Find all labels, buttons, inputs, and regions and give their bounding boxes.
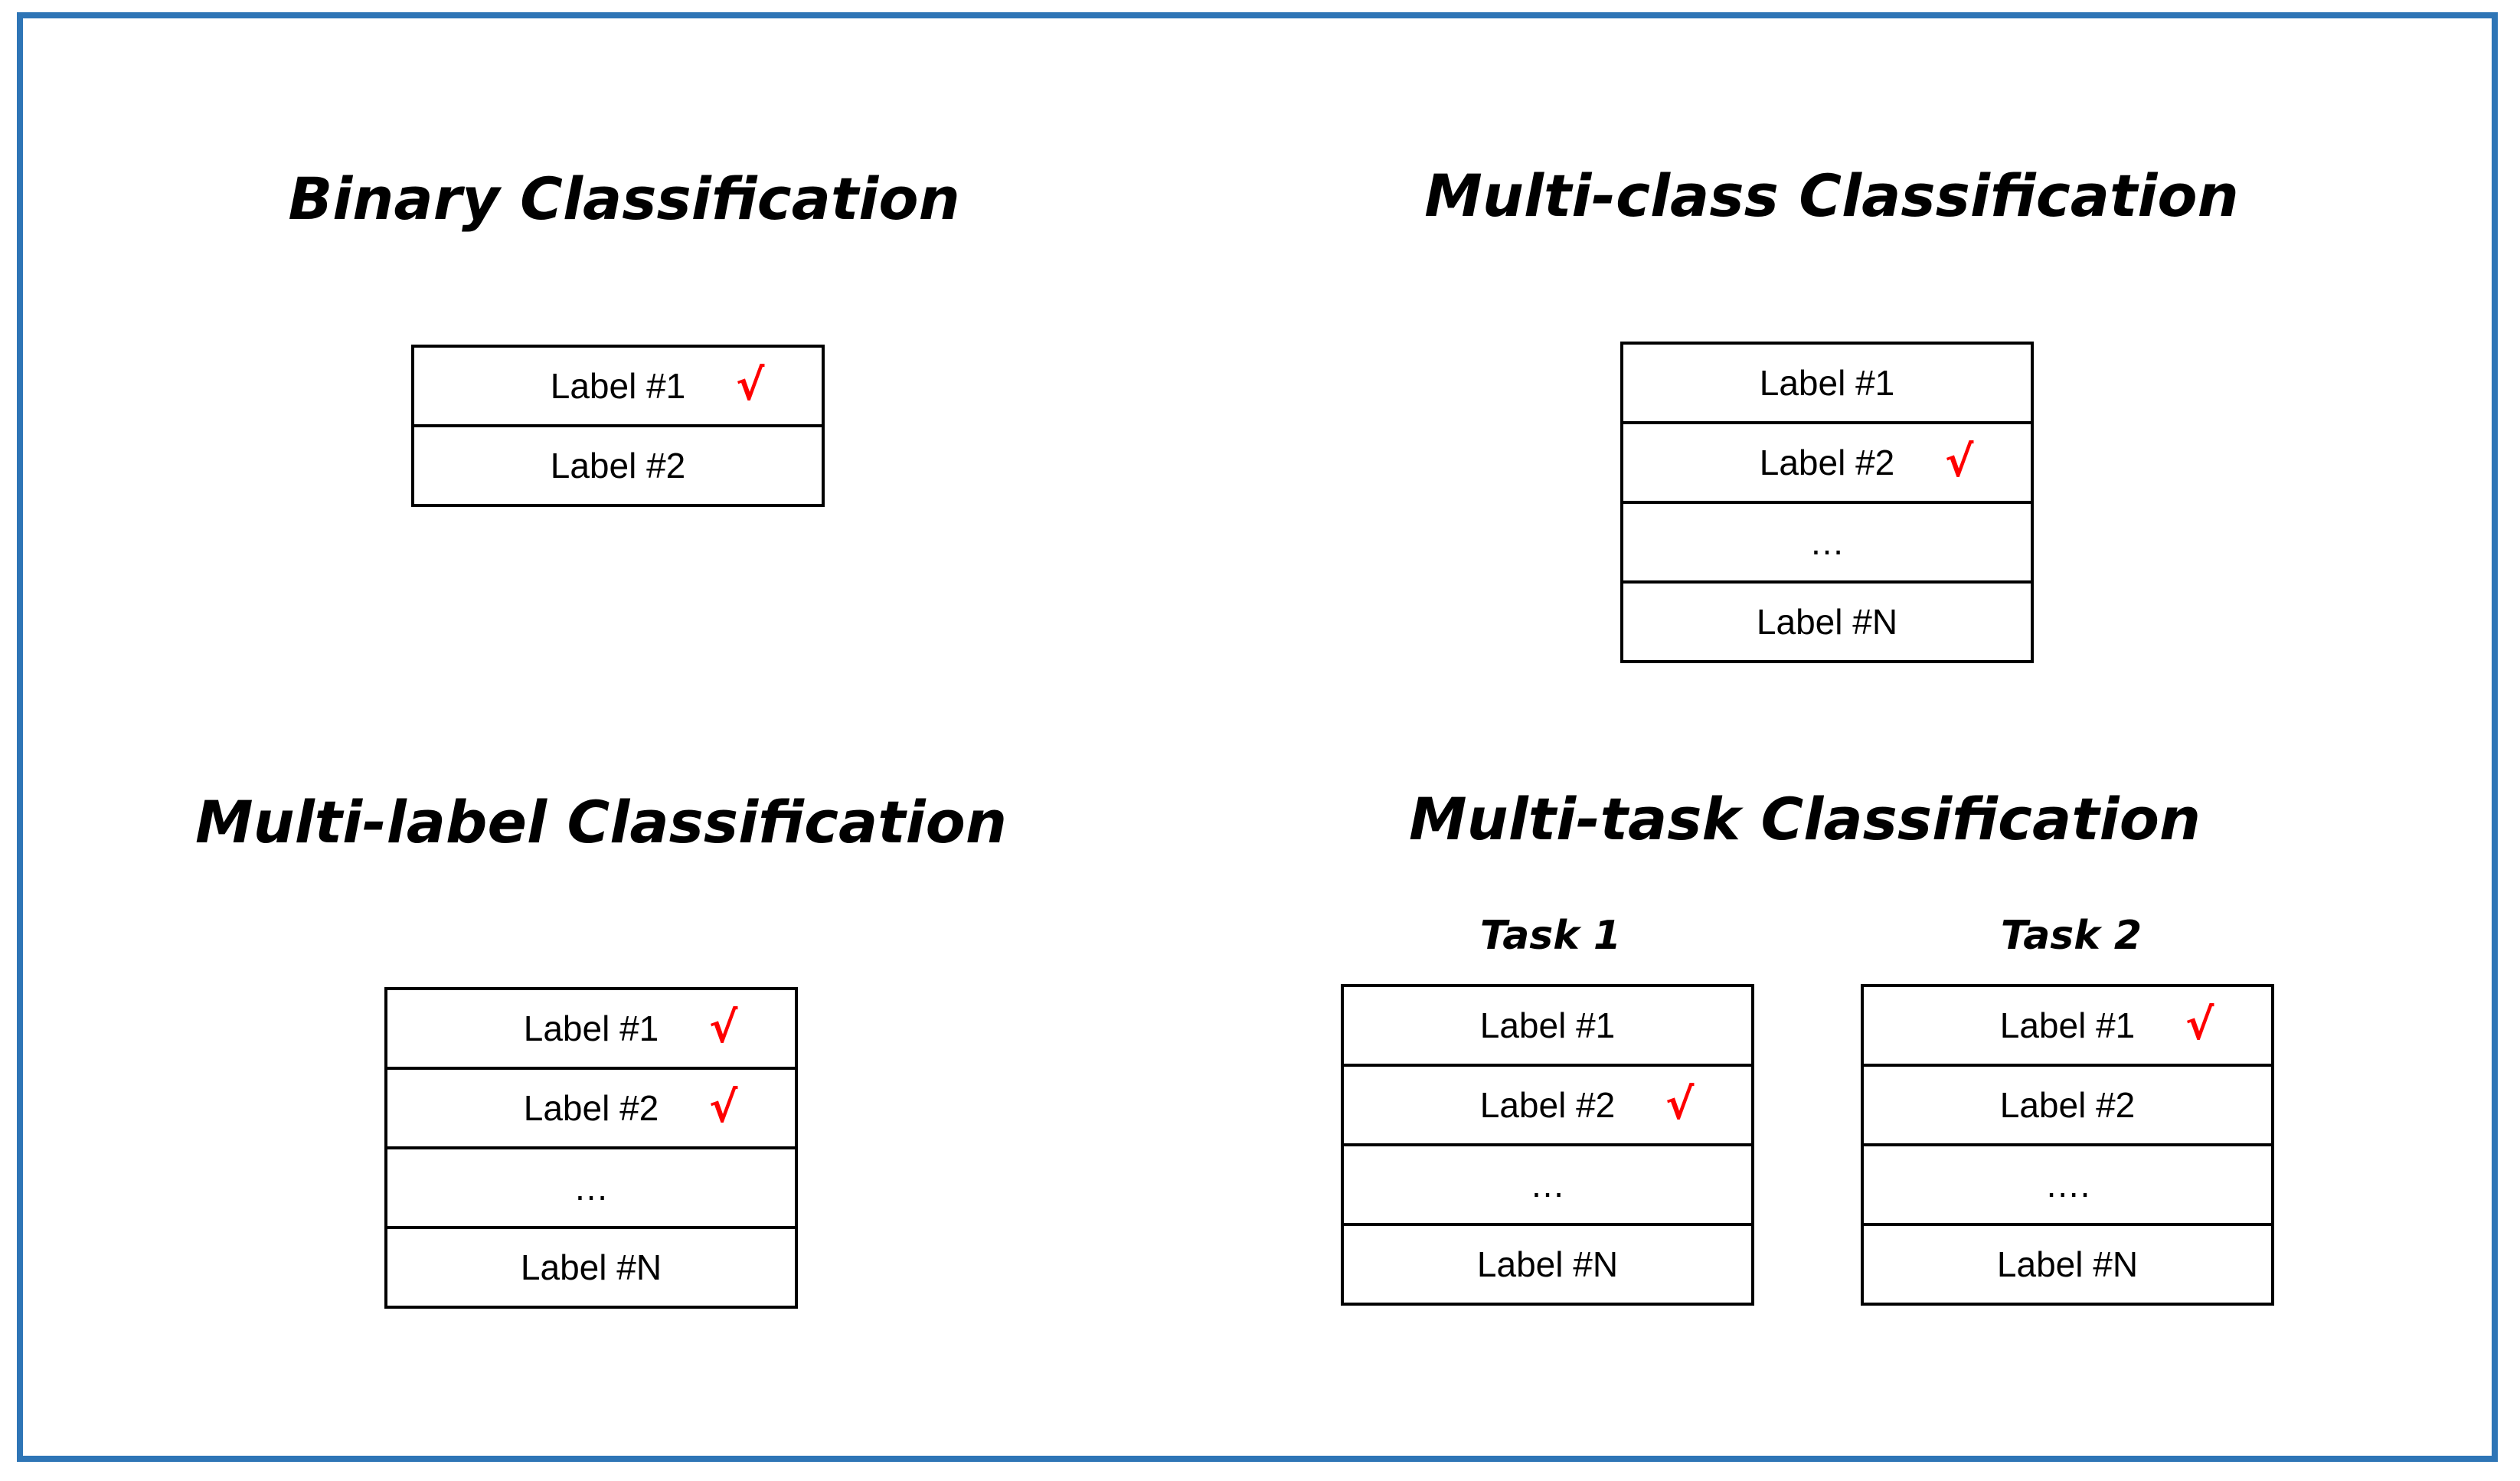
label-text: …. [2044,1165,2090,1205]
task-1-title: Task 1 [1479,913,1622,959]
label-text: Label #N [1996,1244,2139,1284]
label-row: Label #N [1344,1223,1751,1303]
multi-class-label-box: Label #1 Label #2 √ … Label #N [1620,342,2034,663]
label-text: Label #2 [523,1088,659,1128]
label-row: Label #N [387,1226,795,1306]
binary-label-box: Label #1 √ Label #2 [411,345,825,507]
label-text: Label #2 [1479,1085,1616,1125]
label-text: Label #2 [550,446,686,485]
multi-label-classification-title: Multi-label Classification [195,788,1007,856]
check-icon: √ [2185,1000,2214,1050]
label-row: Label #1 [1623,345,2031,421]
label-row: … [387,1146,795,1226]
task-2-label-box: Label #1 √ Label #2 …. Label #N [1861,984,2274,1306]
multi-class-classification-title: Multi-class Classification [1424,162,2239,230]
check-icon: √ [736,361,765,410]
multi-task-classification-title: Multi-task Classification [1408,785,2201,853]
label-row: Label #1 √ [1864,987,2271,1064]
label-row: Label #1 √ [414,348,822,424]
label-row: Label #1 √ [387,990,795,1067]
label-row: Label #N [1864,1223,2271,1303]
label-text: Label #1 [1479,1005,1616,1045]
check-icon: √ [1945,437,1974,487]
label-row: Label #2 √ [1623,421,2031,501]
label-text: Label #1 [523,1009,659,1048]
label-row: …. [1864,1143,2271,1223]
label-text: Label #2 [1999,1085,2136,1125]
label-row: Label #2 √ [387,1067,795,1146]
label-text: Label #2 [1759,443,1895,482]
label-text: Label #1 [1999,1005,2136,1045]
label-text: Label #N [520,1247,662,1287]
label-row: Label #2 √ [1344,1064,1751,1143]
label-text: … [1809,522,1845,562]
check-icon: √ [709,1003,738,1053]
label-row: Label #2 [1864,1064,2271,1143]
check-icon: √ [709,1083,738,1133]
label-text: Label #1 [550,366,686,406]
label-row: Label #1 [1344,987,1751,1064]
label-row: Label #2 [414,424,822,504]
label-text: Label #N [1476,1244,1619,1284]
binary-classification-title: Binary Classification [288,165,960,233]
check-icon: √ [1665,1080,1695,1130]
label-text: … [574,1168,609,1208]
task-2-title: Task 2 [2000,913,2142,959]
label-row: … [1623,501,2031,580]
label-row: Label #N [1623,580,2031,660]
task-1-label-box: Label #1 Label #2 √ … Label #N [1341,984,1754,1306]
multi-label-label-box: Label #1 √ Label #2 √ … Label #N [384,987,798,1309]
label-text: Label #N [1756,602,1898,642]
label-text: Label #1 [1759,363,1895,403]
label-text: … [1530,1165,1565,1205]
label-row: … [1344,1143,1751,1223]
